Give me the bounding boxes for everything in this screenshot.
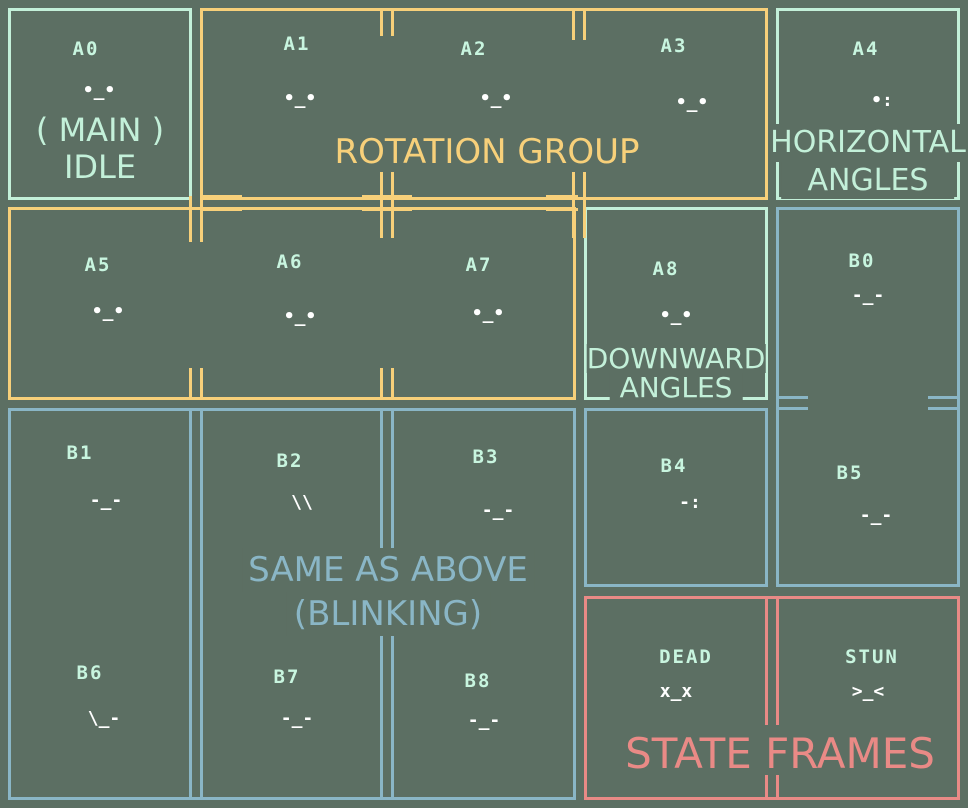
main-line1: ( MAIN ) — [36, 112, 164, 149]
frame-face-b2: \\ — [291, 492, 313, 513]
frame-face-a7: •_• — [472, 303, 505, 324]
frame-label-b7: B7 — [274, 666, 301, 688]
frame-label-a6: A6 — [277, 251, 304, 273]
frame-face-b5: -_- — [860, 505, 893, 526]
frame-face-b4: -: — [679, 492, 701, 513]
frame-face-a1: •_• — [284, 88, 317, 109]
frame-face-b7: -_- — [281, 708, 314, 729]
group-title-rotation: ROTATION GROUP — [334, 133, 639, 172]
frame-face-b1: -_- — [90, 490, 123, 511]
horizontal-line2: ANGLES — [782, 162, 955, 200]
divider-tick — [189, 368, 203, 400]
frame-label-b4: B4 — [661, 455, 688, 477]
frame-face-a4: •: — [871, 90, 893, 111]
frame-label-b3: B3 — [473, 446, 500, 468]
horizontal-line1: HORIZONTAL — [770, 124, 966, 162]
frame-label-a5: A5 — [85, 254, 112, 276]
downward-line2: ANGLES — [610, 373, 743, 402]
frame-label-a7: A7 — [466, 254, 493, 276]
group-title-main: ( MAIN ) IDLE — [36, 112, 164, 186]
frame-face-a6: •_• — [284, 306, 317, 327]
frame-label-b0: B0 — [849, 250, 876, 272]
frame-label-b8: B8 — [465, 670, 492, 692]
group-title-blinking: SAME AS ABOVE (BLINKING) — [242, 548, 534, 636]
frame-label-a4: A4 — [853, 38, 880, 60]
divider-tick — [546, 195, 578, 211]
blinking-line1: SAME AS ABOVE — [242, 548, 534, 592]
divider-tick — [200, 195, 242, 211]
frame-face-a0: •_• — [83, 80, 116, 101]
frame-face-a2: •_• — [480, 88, 513, 109]
main-line2: IDLE — [36, 149, 164, 186]
group-title-state: STATE FRAMES — [625, 730, 935, 778]
frame-label-a8: A8 — [653, 258, 680, 280]
group-title-horizontal: HORIZONTAL ANGLES — [770, 124, 966, 199]
frame-face-stun: >_< — [852, 681, 885, 702]
frame-face-b3: -_- — [482, 500, 515, 521]
group-b4-box — [584, 408, 768, 587]
frame-label-a3: A3 — [661, 35, 688, 57]
frame-face-a8: •_• — [660, 305, 693, 326]
frame-face-b0: -_- — [852, 285, 885, 306]
frame-face-b8: -_- — [468, 710, 501, 731]
frame-face-b6: \_- — [88, 708, 121, 729]
divider-tick — [380, 368, 394, 400]
divider-tick — [380, 8, 394, 36]
frame-label-b2: B2 — [277, 450, 304, 472]
frame-label-dead: DEAD — [659, 646, 713, 668]
frame-label-a1: A1 — [284, 33, 311, 55]
frame-label-stun: STUN — [845, 646, 899, 668]
divider — [765, 408, 779, 587]
group-title-downward: DOWNWARD ANGLES — [587, 344, 766, 403]
blinking-line2: (BLINKING) — [286, 592, 490, 636]
frame-face-dead: x_x — [660, 681, 693, 702]
divider-tick — [572, 8, 586, 40]
frame-label-b1: B1 — [67, 442, 94, 464]
divider-tick — [362, 195, 412, 211]
frame-face-a5: •_• — [92, 301, 125, 322]
frame-face-a3: •_• — [676, 92, 709, 113]
downward-line1: DOWNWARD — [587, 344, 766, 373]
frame-label-a2: A2 — [461, 38, 488, 60]
frame-label-a0: A0 — [73, 38, 100, 60]
frame-label-b6: B6 — [77, 662, 104, 684]
divider — [189, 408, 203, 800]
frame-label-b5: B5 — [837, 462, 864, 484]
